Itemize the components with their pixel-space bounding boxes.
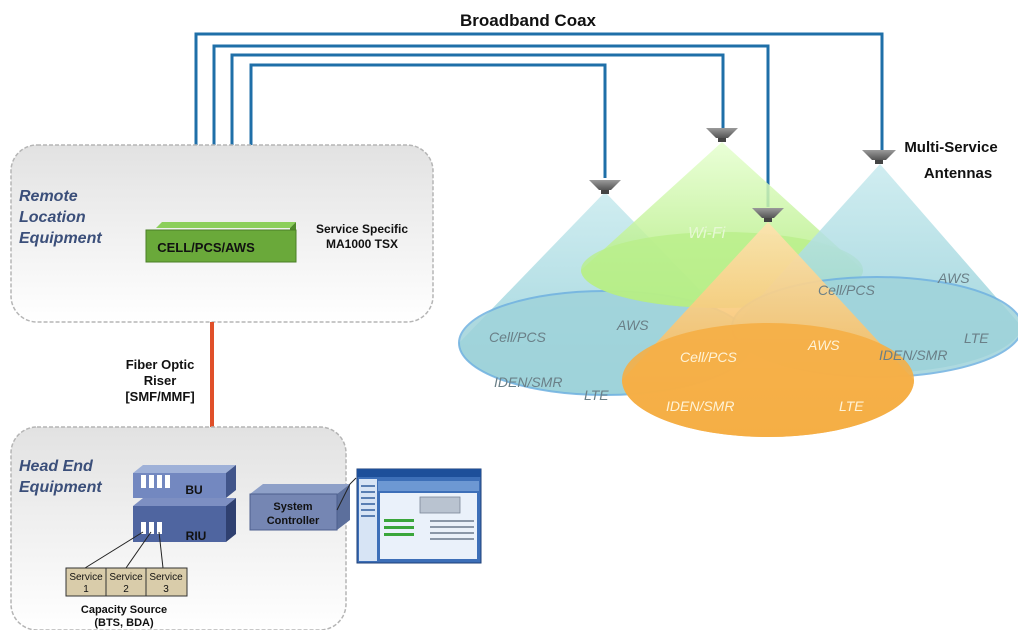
antennas-label-line-1: Multi-Service [904,139,997,156]
coax-line-3 [230,53,725,233]
head-end-label-line-1: Head End [19,458,94,475]
remote-label-line-3: Equipment [19,230,102,247]
antennas-label-line-2: Antennas [924,165,992,182]
antenna-3-icon [752,208,784,222]
bu-label: BU [185,483,202,497]
remote-label-line-1: Remote [19,188,78,205]
capacity-label-line-1: Capacity Source [81,604,167,616]
antennas-label: Multi-Service Antennas [904,139,997,182]
controller-screen-line [336,477,357,511]
service-1-label-line-1: Service [69,572,103,583]
cone-right-label-3: LTE [964,330,989,346]
antenna-4-icon [862,150,896,164]
unit-label: CELL/PCS/AWS [157,240,255,255]
head-end-label-line-2: Equipment [19,479,102,496]
riser-label-line-3: [SMF/MMF] [125,389,194,404]
service-3-label-line-1: Service [149,572,183,583]
service-connection-lines [84,531,164,569]
cone-front-labels: Cell/PCS AWS IDEN/SMR LTE [666,337,864,414]
cone-front-label-4: LTE [839,398,864,414]
cone-left-label-4: LTE [584,387,609,403]
cone-front-label-1: Cell/PCS [680,349,737,365]
controller-screenshot-thumbnail [356,468,482,564]
unit-caption-line-1: Service Specific [316,222,408,236]
bu-unit: BU [133,465,236,498]
fiber-riser-label: Fiber Optic Riser [SMF/MMF] [125,357,194,404]
remote-location-label: Remote Location Equipment [19,188,102,247]
cell-pcs-aws-unit: CELL/PCS/AWS [145,222,297,263]
riser-label-line-1: Fiber Optic [126,357,195,372]
capacity-label-line-2: (BTS, BDA) [94,617,154,629]
head-end-label: Head End Equipment [19,458,102,496]
cone-right-label-2: AWS [937,270,970,286]
cone-left-label-3: IDEN/SMR [494,374,562,390]
remote-label-line-2: Location [19,209,86,226]
cone-right-label-1: Cell/PCS [818,282,875,298]
cone-left-labels: Cell/PCS AWS IDEN/SMR LTE [489,317,649,403]
cone-green-label: Wi-Fi [688,225,726,242]
coverage-cone-front [622,222,914,437]
coax-title: Broadband Coax [460,11,597,30]
antenna-2-icon [706,128,738,142]
antenna-1-icon [589,180,621,194]
service-2-label-line-2: 2 [123,584,129,595]
cone-front-label-2: AWS [807,337,840,353]
coax-line-2 [212,44,770,233]
riu-label: RIU [186,529,207,543]
controller-label-line-2: Controller [267,515,320,527]
cone-front-label-3: IDEN/SMR [666,398,734,414]
unit-caption-line-2: MA1000 TSX [326,237,398,251]
service-2-label-line-1: Service [109,572,143,583]
service-1-label-line-2: 1 [83,584,89,595]
capacity-source-label: Capacity Source (BTS, BDA) [81,604,167,629]
coax-line-1 [194,32,884,233]
system-controller-unit: System Controller [249,484,350,531]
riser-label-line-2: Riser [144,373,177,388]
service-3-label-line-2: 3 [163,584,169,595]
cone-right-label-4: IDEN/SMR [879,347,947,363]
controller-label-line-1: System [273,501,312,513]
cone-left-label-2: AWS [616,317,649,333]
unit-caption: Service Specific MA1000 TSX [316,222,408,251]
cone-left-label-1: Cell/PCS [489,329,546,345]
service-sources: Service 1 Service 2 Service 3 [65,567,188,597]
cone-right-labels: Cell/PCS AWS LTE IDEN/SMR [818,270,989,363]
